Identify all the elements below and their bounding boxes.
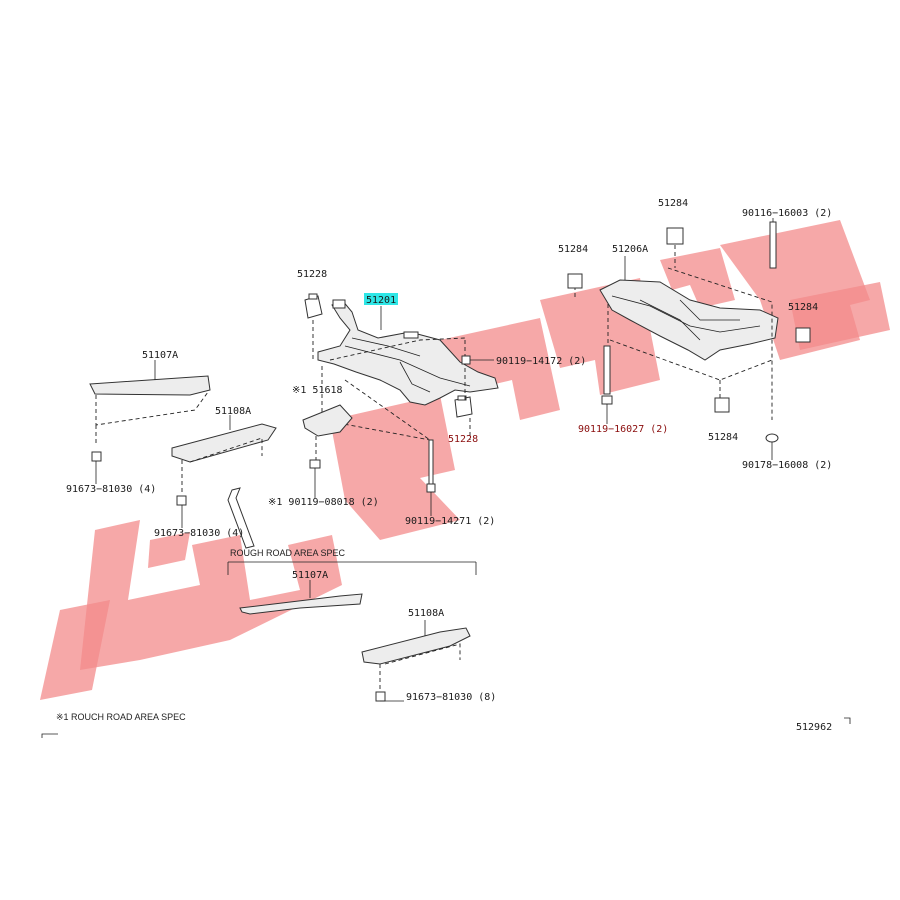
label-51228-top: 51228 — [297, 269, 327, 280]
watermark-logo — [40, 220, 890, 700]
bracket-51618 — [302, 404, 353, 498]
label-90119-14271: 90119−14271 (2) — [405, 516, 495, 527]
label-91673-81030-4a: 91673−81030 (4) — [66, 484, 156, 495]
corner-mark-left — [41, 733, 58, 738]
corner-mark-right — [844, 717, 851, 724]
label-90119-16027: 90119−16027 (2) — [578, 424, 668, 435]
bar-51108a-upper — [171, 415, 277, 528]
label-51107a-upper: 51107A — [142, 350, 178, 361]
washer-90178-16008 — [765, 433, 779, 460]
bar-51107a-lower — [239, 580, 363, 615]
label-51108a-lower: 51108A — [408, 608, 444, 619]
bar-51107a-upper — [89, 360, 211, 484]
label-51206a: 51206A — [612, 244, 648, 255]
bolt-90116-16003 — [769, 218, 777, 269]
rear-crossmember — [599, 279, 779, 361]
front-crossmember — [317, 299, 499, 406]
footnote: ※1 ROUCH ROAD AREA SPEC — [56, 712, 186, 722]
bar-51108a-lower — [361, 620, 471, 702]
label-91673-81030-8: 91673−81030 (8) — [406, 692, 496, 703]
label-90119-08018: ※1 90119−08018 (2) — [268, 497, 379, 508]
highlight-51201 — [364, 293, 398, 305]
bolt-90119-16027 — [601, 345, 613, 424]
mount-51284-left — [567, 273, 583, 289]
bolt-90119-14172 — [461, 355, 494, 365]
label-91673-81030-4b: 91673−81030 (4) — [154, 528, 244, 539]
label-90116-16003: 90116−16003 (2) — [742, 208, 832, 219]
label-90119-14172: 90119−14172 (2) — [496, 356, 586, 367]
rough-road-label: ROUGH ROAD AREA SPEC — [230, 548, 346, 558]
arrow-to-rough-road — [227, 487, 255, 549]
label-90178-16008: 90178−16008 (2) — [742, 460, 832, 471]
label-51284-left: 51284 — [558, 244, 588, 255]
mount-51228-lower — [454, 395, 473, 418]
mount-51228-top — [304, 293, 323, 319]
label-51107a-lower: 51107A — [292, 570, 328, 581]
rough-road-bracket — [227, 561, 477, 575]
label-51618: ※1 51618 — [292, 385, 343, 396]
bolt-90119-14271 — [426, 439, 436, 516]
mount-51284-right — [795, 327, 811, 343]
label-51284-top: 51284 — [658, 198, 688, 209]
mount-51284-lower — [714, 397, 730, 413]
label-51108a-upper: 51108A — [215, 406, 251, 417]
label-51284-lower: 51284 — [708, 432, 738, 443]
mount-51284-top — [666, 227, 684, 245]
label-51228-lower: 51228 — [448, 434, 478, 445]
label-51284-right: 51284 — [788, 302, 818, 313]
figure-id: 512962 — [796, 722, 832, 733]
label-51201: 51201 — [366, 295, 396, 306]
